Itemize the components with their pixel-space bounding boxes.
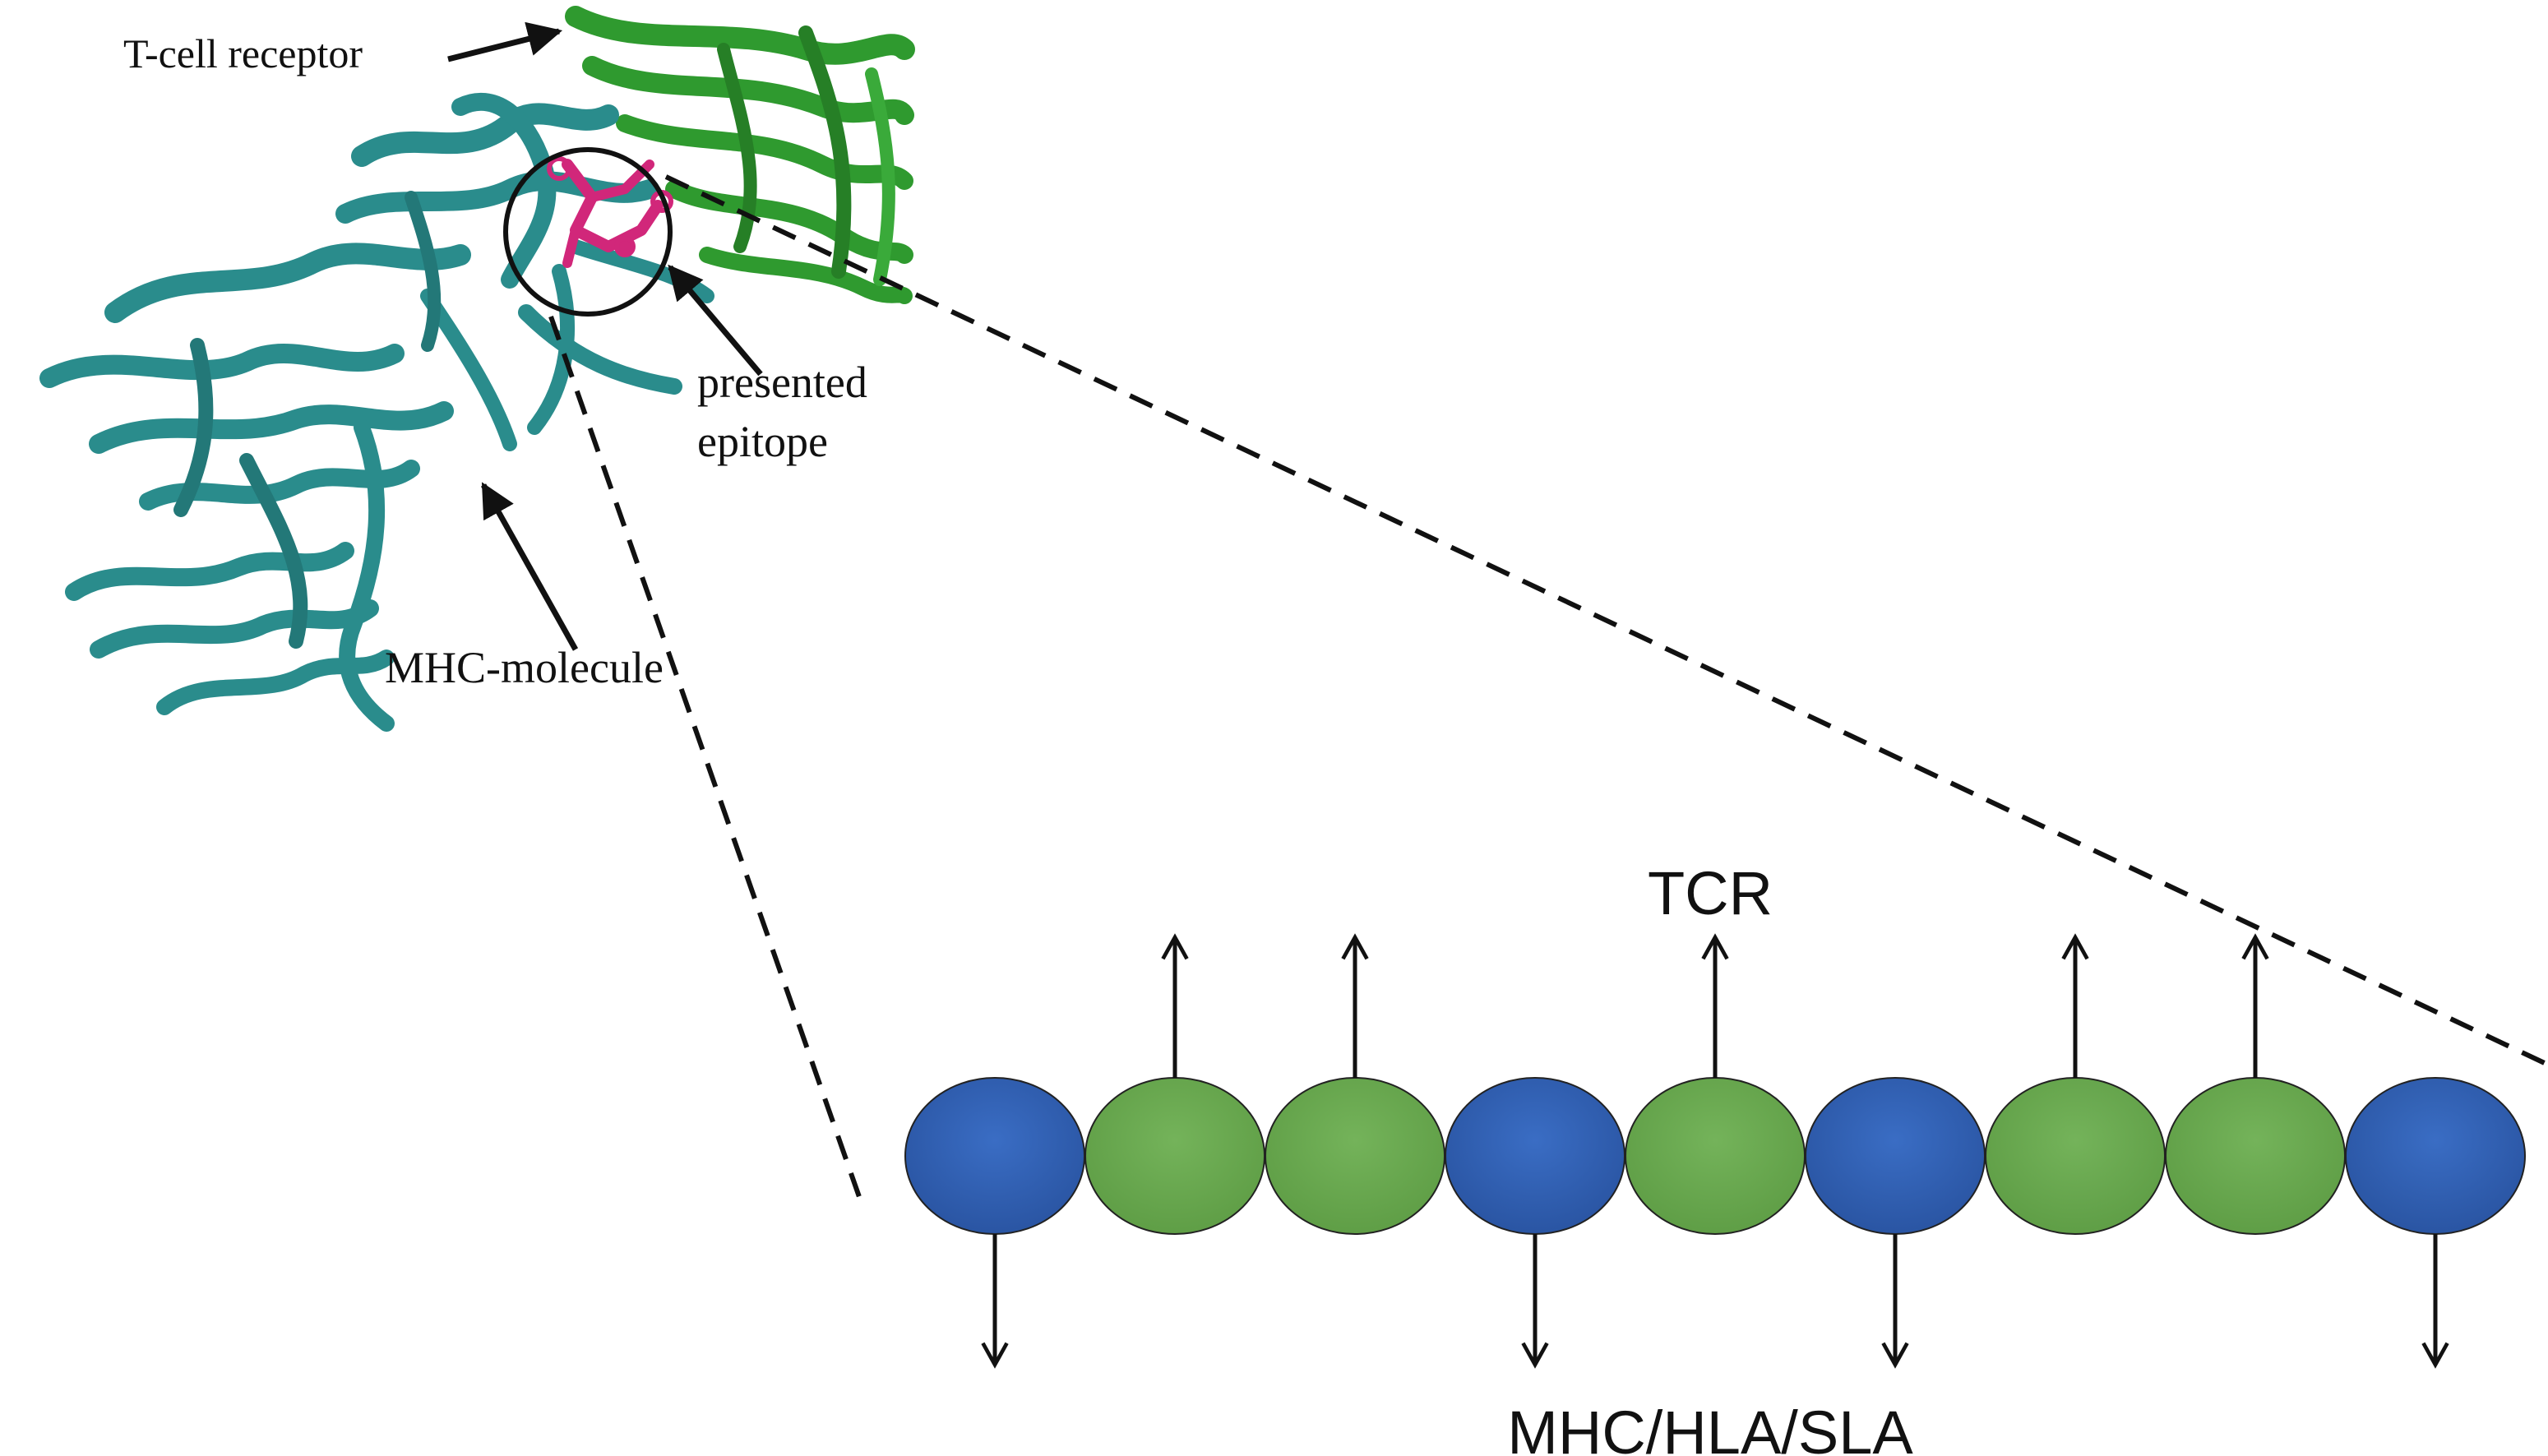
presented-epitope-molecule	[547, 156, 673, 268]
tcr-label: TCR	[1648, 859, 1773, 927]
tcr-contact-residue	[1084, 1077, 1265, 1235]
tcr-contact-residue	[1625, 1077, 1806, 1235]
tcr-contact-residue	[1985, 1077, 2166, 1235]
mhc-molecule-label: MHC-molecule	[385, 643, 664, 692]
mhc-contact-residue	[1805, 1077, 1986, 1235]
tcell-receptor-label: T-cell receptor	[123, 30, 363, 76]
zoom-line-right	[664, 174, 2548, 1067]
protein-structure-illustration: T-cell receptor presented epitope MHC-mo…	[39, 6, 915, 732]
mhc-contact-residue	[904, 1077, 1085, 1235]
epitope-zoom-circle	[503, 147, 673, 317]
mhc-hla-sla-label: MHC/HLA/SLA	[1507, 1398, 1913, 1456]
presented-epitope-arrow	[668, 264, 763, 377]
tcr-contact-residue	[2165, 1077, 2346, 1235]
tcell-receptor-arrow	[447, 21, 563, 62]
mhc-contact-residue	[1445, 1077, 1625, 1235]
tcr-contact-residue	[1265, 1077, 1445, 1235]
mhc-contact-residue	[2345, 1077, 2526, 1235]
presented-epitope-label-line1: presented	[697, 358, 867, 407]
epitope-residue-chain	[904, 933, 2526, 1369]
mhc-molecule-arrow	[480, 482, 579, 651]
presented-epitope-label-line2: epitope	[697, 417, 828, 466]
